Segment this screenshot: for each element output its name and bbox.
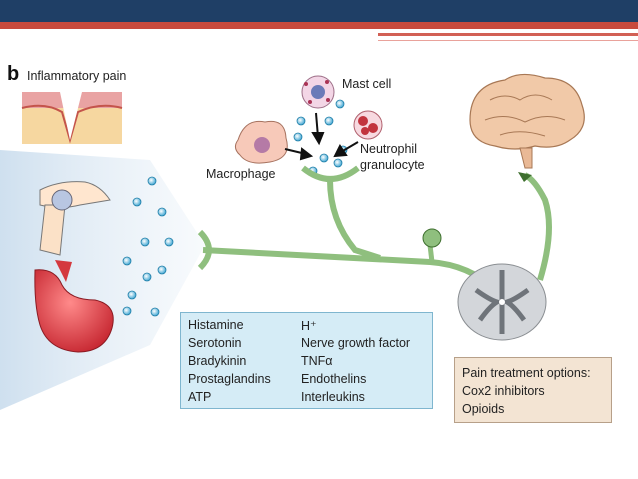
mediator-item: Serotonin (188, 336, 242, 350)
neutrophil-icon (353, 110, 383, 140)
mediator-item: Endothelins (301, 372, 367, 386)
mast-cell-icon (301, 75, 335, 109)
dorsal-root-ganglion (422, 228, 442, 248)
mediator-molecules (122, 99, 348, 317)
macrophage-label: Macrophage (206, 167, 276, 181)
neutrophil-label-line2: granulocyte (360, 158, 425, 172)
treatment-item: Opioids (462, 402, 505, 416)
title-bar (0, 0, 638, 22)
mediator-item: Histamine (188, 318, 244, 332)
skin-icon (21, 92, 123, 144)
arrow-to-brain (518, 172, 532, 182)
mediator-item: TNFα (301, 354, 333, 368)
neutrophil-label-line1: Neutrophil (360, 142, 417, 156)
stomach-icon (34, 260, 114, 353)
mediators-box: Histamine Serotonin Bradykinin Prostagla… (180, 312, 433, 409)
accent-line (378, 33, 638, 36)
mediator-item: Interleukins (301, 390, 365, 404)
treatment-title: Pain treatment options: (462, 366, 591, 380)
mediator-item: Prostaglandins (188, 372, 271, 386)
mediator-item: ATP (188, 390, 212, 404)
panel-letter: b (7, 63, 20, 85)
treatment-box: Pain treatment options: Cox2 inhibitors … (454, 357, 612, 423)
spinal-cord-icon (457, 263, 547, 341)
accent-line-thin (378, 40, 638, 41)
mast-cell-label: Mast cell (342, 77, 392, 91)
knee-joint-icon (39, 181, 111, 256)
mediator-item: Bradykinin (188, 354, 247, 368)
accent-stripe (0, 22, 638, 29)
treatment-item: Cox2 inhibitors (462, 384, 545, 398)
mediator-item: Nerve growth factor (301, 336, 411, 350)
panel-title: Inflammatory pain (27, 69, 127, 83)
brain-icon (469, 73, 585, 169)
recruitment-arrows (284, 112, 359, 161)
signal-beam (0, 150, 205, 410)
macrophage-icon (234, 120, 288, 164)
mediator-item: H⁺ (301, 319, 317, 333)
neutrophil-label: Neutrophil granulocyte (360, 141, 425, 173)
